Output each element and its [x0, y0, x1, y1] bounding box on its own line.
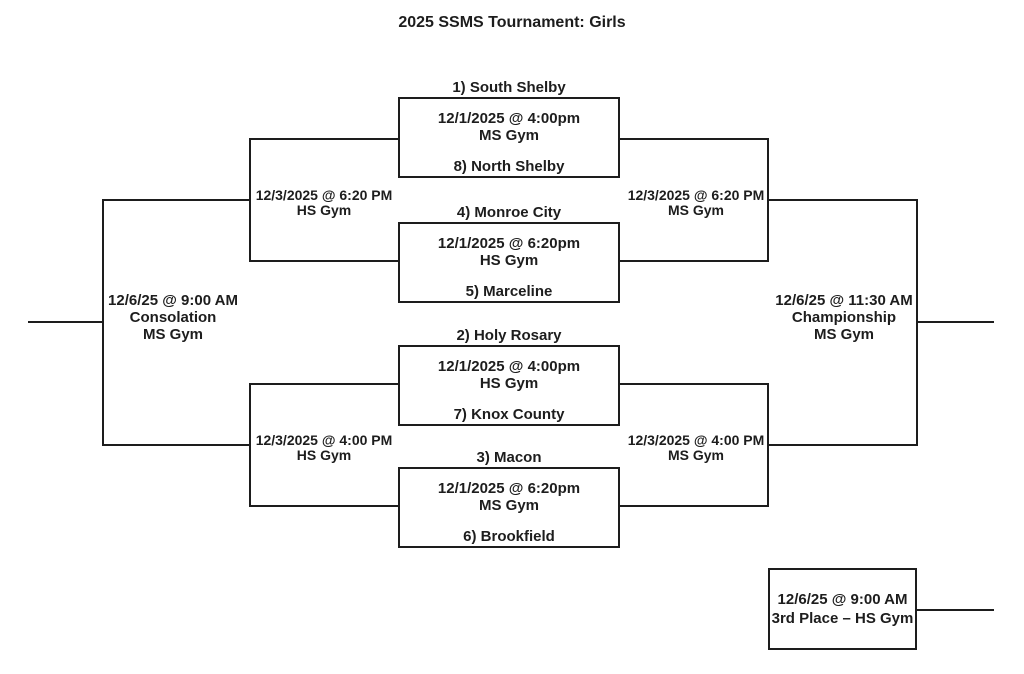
semifinal-championship-top-datetime: 12/3/2025 @ 6:20 PM — [627, 187, 765, 203]
championship-final-venue: MS Gym — [813, 326, 875, 343]
connector-consolation-final-vertical — [102, 199, 104, 446]
game-2-box: 12/1/2025 @ 6:20pm HS Gym 5) Marceline — [398, 222, 620, 303]
connector-consolation-bottom-vertical — [249, 383, 251, 507]
connector-game2-right — [620, 260, 768, 262]
semifinal-consolation-top-label: 12/3/2025 @ 6:20 PM HS Gym — [256, 188, 393, 218]
game-1-datetime: 12/1/2025 @ 4:00pm — [437, 110, 581, 127]
semifinal-consolation-bottom-venue: HS Gym — [296, 447, 352, 463]
game-4-top-seed: 3) Macon — [476, 449, 542, 466]
championship-final-label: 12/6/25 @ 11:30 AM Championship MS Gym — [775, 292, 912, 343]
semifinal-championship-bottom-label: 12/3/2025 @ 4:00 PM MS Gym — [628, 433, 765, 463]
third-place-box: 12/6/25 @ 9:00 AM 3rd Place – HS Gym — [768, 568, 917, 650]
game-3: 2) Holy Rosary 12/1/2025 @ 4:00pm HS Gym… — [398, 326, 620, 426]
connector-game2-left — [250, 260, 398, 262]
consolation-final-venue: MS Gym — [142, 326, 203, 343]
game-3-box: 12/1/2025 @ 4:00pm HS Gym 7) Knox County — [398, 345, 620, 426]
game-4-venue: MS Gym — [478, 497, 539, 514]
third-place-name: 3rd Place – HS Gym — [771, 610, 914, 627]
connector-championship-final-out — [917, 321, 994, 323]
connector-game1-right — [620, 138, 768, 140]
consolation-final-name: Consolation — [129, 309, 217, 326]
consolation-final-label: 12/6/25 @ 9:00 AM Consolation MS Gym — [108, 292, 238, 343]
game-1-venue: MS Gym — [478, 127, 539, 144]
connector-championship-bottom-out — [768, 444, 917, 446]
game-2-top-seed: 4) Monroe City — [456, 204, 562, 221]
page-title: 2025 SSMS Tournament: Girls — [398, 14, 626, 31]
connector-consolation-top-vertical — [249, 138, 251, 262]
connector-game3-right — [620, 383, 768, 385]
game-3-bottom-seed: 7) Knox County — [453, 406, 565, 423]
game-1: 1) South Shelby 12/1/2025 @ 4:00pm MS Gy… — [398, 78, 620, 178]
consolation-final-datetime: 12/6/25 @ 9:00 AM — [108, 292, 238, 309]
third-place-datetime: 12/6/25 @ 9:00 AM — [777, 591, 908, 608]
game-4-datetime: 12/1/2025 @ 6:20pm — [437, 480, 581, 497]
connector-third-place-out — [916, 609, 994, 611]
connector-championship-top-out — [768, 199, 917, 201]
game-4-bottom-seed: 6) Brookfield — [463, 528, 555, 545]
semifinal-championship-bottom-venue: MS Gym — [667, 447, 724, 463]
game-2-datetime: 12/1/2025 @ 6:20pm — [437, 235, 581, 252]
semifinal-consolation-top-venue: HS Gym — [296, 202, 352, 218]
game-1-top-seed: 1) South Shelby — [452, 79, 566, 96]
game-3-datetime: 12/1/2025 @ 4:00pm — [437, 358, 581, 375]
game-3-venue: HS Gym — [479, 375, 539, 392]
connector-consolation-top-out — [103, 199, 250, 201]
game-2: 4) Monroe City 12/1/2025 @ 6:20pm HS Gym… — [398, 203, 620, 303]
game-1-box: 12/1/2025 @ 4:00pm MS Gym 8) North Shelb… — [398, 97, 620, 178]
connector-consolation-bottom-out — [103, 444, 250, 446]
semifinal-championship-top-label: 12/3/2025 @ 6:20 PM MS Gym — [628, 188, 765, 218]
connector-game4-left — [250, 505, 398, 507]
game-2-bottom-seed: 5) Marceline — [465, 283, 553, 300]
semifinal-championship-bottom-datetime: 12/3/2025 @ 4:00 PM — [627, 432, 765, 448]
game-4: 3) Macon 12/1/2025 @ 6:20pm MS Gym 6) Br… — [398, 448, 620, 548]
game-3-top-seed: 2) Holy Rosary — [456, 327, 562, 344]
semifinal-championship-top-venue: MS Gym — [667, 202, 724, 218]
connector-game4-right — [620, 505, 768, 507]
connector-consolation-final-out — [28, 321, 103, 323]
championship-final-datetime: 12/6/25 @ 11:30 AM — [775, 292, 913, 309]
semifinal-consolation-bottom-label: 12/3/2025 @ 4:00 PM HS Gym — [256, 433, 393, 463]
game-1-bottom-seed: 8) North Shelby — [453, 158, 565, 175]
semifinal-consolation-top-datetime: 12/3/2025 @ 6:20 PM — [255, 187, 393, 203]
game-4-box: 12/1/2025 @ 6:20pm MS Gym 6) Brookfield — [398, 467, 620, 548]
semifinal-consolation-bottom-datetime: 12/3/2025 @ 4:00 PM — [255, 432, 393, 448]
game-2-venue: HS Gym — [479, 252, 539, 269]
connector-game1-left — [250, 138, 398, 140]
connector-game3-left — [250, 383, 398, 385]
championship-final-name: Championship — [791, 309, 897, 326]
